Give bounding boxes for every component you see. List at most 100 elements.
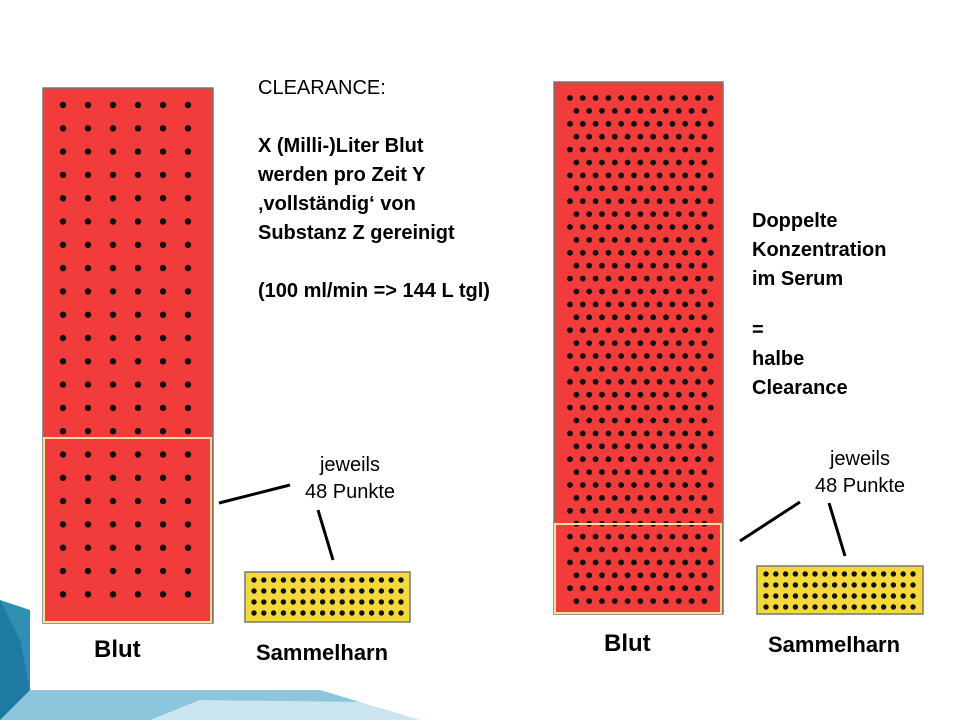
right-blood-dot (618, 301, 625, 308)
left-urine-dot (319, 577, 326, 583)
left-connector-blood (218, 483, 291, 505)
right-blood-dot (618, 224, 625, 230)
right-urine-dot (861, 604, 867, 610)
right-blood-dot (586, 288, 593, 295)
left-blood-dot (159, 148, 167, 155)
left-urine-dots (251, 577, 404, 616)
right-blood-dot (611, 133, 618, 140)
decorative-swoosh (0, 600, 430, 720)
right-blood-dot (663, 159, 669, 166)
right-blood-dot (618, 533, 625, 540)
left-blood-dot (84, 544, 92, 551)
left-blood-dot (109, 451, 117, 458)
right-blood-dot (669, 378, 676, 385)
left-blood-dot (59, 497, 67, 505)
right-blood-dot (605, 249, 612, 256)
right-blood-dot (650, 469, 657, 475)
right-blood-dot (701, 159, 708, 166)
right-blood-dot (592, 507, 599, 514)
right-blood-dot (637, 340, 644, 346)
right-blood-dot (701, 417, 708, 424)
right-blood-dot (669, 507, 676, 514)
right-blood-dot (605, 378, 612, 385)
right-blood-dot (637, 237, 644, 243)
right-blood-dot (631, 146, 637, 153)
right-blood-dot (567, 353, 573, 359)
right-blood-dot (701, 572, 708, 579)
right-blood-dot (643, 224, 650, 230)
right-blood-dot (567, 275, 573, 282)
right-blood-dot (579, 146, 586, 153)
right-blood-dot (669, 456, 676, 463)
right-blood-dot (567, 198, 573, 205)
right-urine-dot (890, 604, 897, 610)
left-blood-dot (84, 125, 92, 132)
left-blood-dot (134, 591, 142, 598)
left-blood-dot (184, 195, 192, 202)
right-urine-dot (910, 593, 916, 599)
right-blood-dot (631, 378, 637, 385)
right-blood-dot (573, 469, 580, 475)
right-blood-dot (586, 108, 593, 114)
right-blood-dot (656, 275, 663, 282)
right-urine-dots (763, 571, 916, 610)
right-blood-dot (579, 507, 586, 514)
right-blood-dot (599, 237, 605, 243)
right-urine-dot (831, 593, 838, 599)
right-blood-dot (605, 327, 612, 334)
left-blood-dot (134, 171, 142, 179)
right-blood-dot (624, 469, 631, 475)
right-blood-dot (656, 224, 663, 230)
right-blood-dot (643, 430, 650, 437)
right-blood-dot (631, 275, 637, 282)
right-urine-dot (773, 582, 779, 588)
right-urine-dot (900, 593, 906, 599)
right-blood-dot (643, 559, 650, 566)
left-blood-column (42, 87, 214, 624)
right-blood-dot (663, 469, 669, 475)
right-urine-dot (773, 593, 779, 599)
right-blood-dot (573, 340, 580, 346)
right-blood-dot (656, 120, 663, 127)
left-blood-dot (109, 544, 117, 551)
right-urine-dot (890, 582, 897, 588)
left-urine-dot (329, 577, 336, 583)
left-urine-dot (339, 599, 345, 605)
right-blood-dot (637, 469, 644, 475)
right-blood-dot (586, 469, 593, 475)
right-blood-dot (579, 249, 586, 256)
right-blood-dot (663, 237, 669, 243)
right-blood-dot (701, 262, 708, 269)
right-blood-dot (675, 108, 682, 114)
right-blood-dot (611, 288, 618, 295)
left-urine-dot (359, 599, 365, 605)
right-blood-dot (631, 507, 637, 514)
right-urine-dot (773, 571, 779, 577)
left-urine-dot (378, 577, 385, 583)
right-urine-dot (841, 582, 848, 588)
left-blood-dot (109, 171, 117, 179)
right-blood-dot (637, 495, 644, 501)
left-blood-dot (159, 497, 167, 505)
left-blood-dot (159, 358, 167, 365)
left-blood-dot (134, 218, 142, 225)
right-blood-dot (682, 327, 689, 334)
right-blood-dot (611, 366, 618, 372)
right-blood-dot (663, 443, 669, 450)
right-blood-dot (611, 340, 618, 346)
right-blood-dot (618, 559, 625, 566)
right-blood-dot (579, 378, 586, 385)
right-urine-dot (763, 604, 769, 610)
right-blood-dot (605, 559, 612, 566)
right-blood-dot (707, 585, 714, 592)
right-blood-dot (688, 133, 695, 140)
right-blood-dot (669, 482, 676, 488)
right-blood-dot (701, 288, 708, 295)
right-blood-dot (701, 340, 708, 346)
left-urine-dot (329, 610, 336, 616)
right-blood-dot (682, 120, 689, 127)
left-urine-dot (261, 599, 267, 605)
double-concentration-note: Doppelte Konzentration im Serum = halbe … (752, 207, 942, 403)
right-blood-dot (611, 262, 618, 269)
right-blood-dot (707, 533, 714, 540)
